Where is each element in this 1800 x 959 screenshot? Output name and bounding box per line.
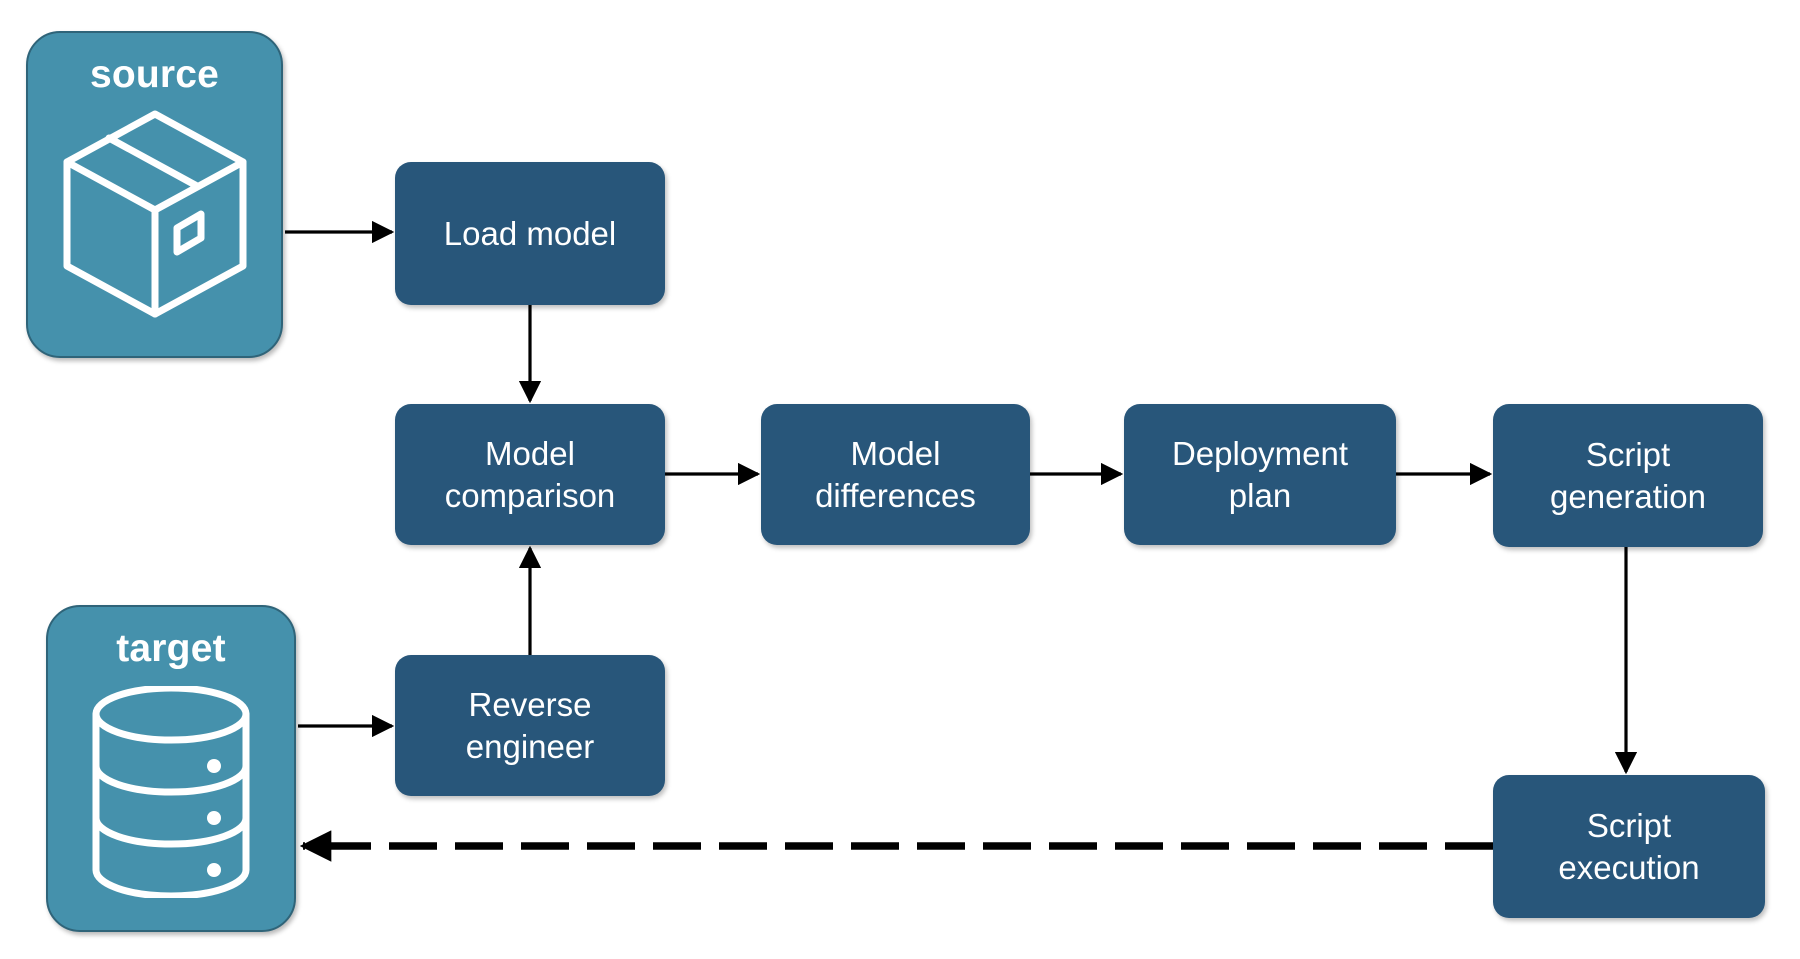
database-cylinder-icon	[92, 686, 250, 898]
endpoint-source[interactable]: source	[26, 31, 283, 358]
process-model-comparison[interactable]: Model comparison	[395, 404, 665, 545]
endpoint-target-label: target	[116, 627, 226, 670]
endpoint-target[interactable]: target	[46, 605, 296, 932]
process-script-execution[interactable]: Script execution	[1493, 775, 1765, 918]
process-reverse-engineer[interactable]: Reverse engineer	[395, 655, 665, 796]
process-model-differences[interactable]: Model differences	[761, 404, 1030, 545]
process-deployment-plan[interactable]: Deployment plan	[1124, 404, 1396, 545]
endpoint-source-label: source	[89, 53, 220, 96]
process-script-generation[interactable]: Script generation	[1493, 404, 1763, 547]
process-load-model[interactable]: Load model	[395, 162, 665, 305]
package-box-icon	[63, 110, 246, 318]
